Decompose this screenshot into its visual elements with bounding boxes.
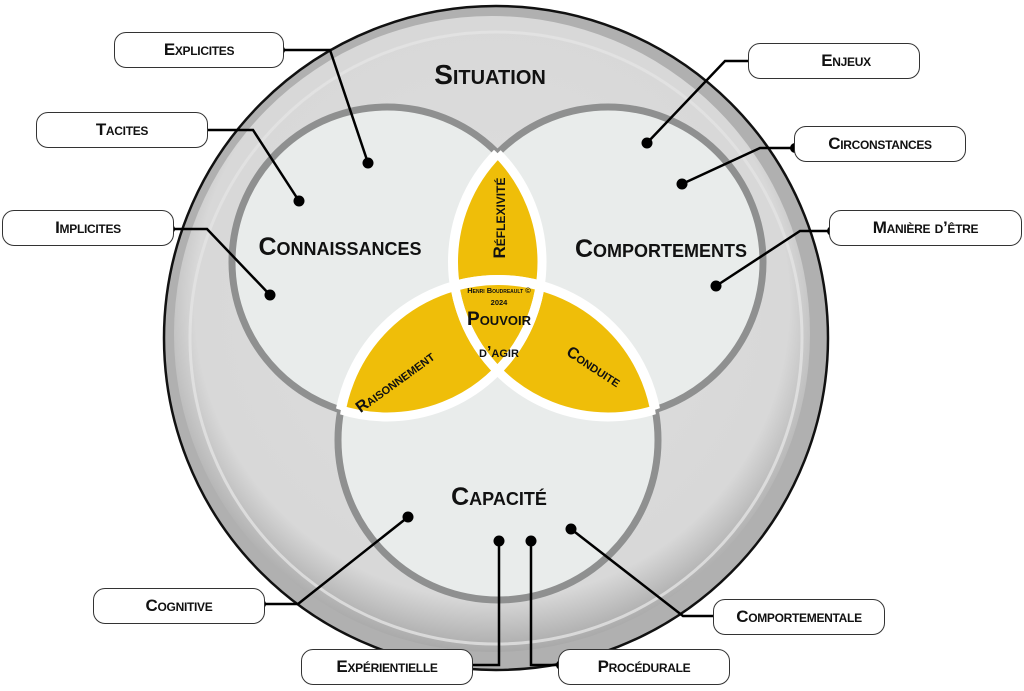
year-text: 2024 — [491, 298, 509, 307]
callout-cognitive: Cognitive — [93, 588, 265, 624]
leader-maniere-etre — [715, 229, 832, 288]
leader-cognitive — [261, 516, 409, 606]
callout-tacites: Tacites — [36, 112, 208, 148]
callout-explicites-text: Explicites — [163, 40, 235, 59]
capacite-label: Capacité — [451, 483, 547, 511]
callout-implicites: Implicites — [2, 210, 174, 246]
leader-lines — [170, 48, 832, 667]
connaissances-label: Connaissances — [258, 233, 421, 261]
leader-experientielle — [466, 541, 501, 667]
copyright-text: Henri Boudreault © — [467, 286, 531, 295]
leader-implicites — [170, 227, 271, 296]
pouvoir-label: Pouvoir — [467, 309, 532, 330]
leader-circonstances — [681, 146, 795, 186]
callout-enjeux-text: Enjeux — [821, 51, 871, 70]
callout-maniere-etre: Manière d’être — [829, 210, 1022, 246]
callout-circonstances-text: Circonstances — [828, 134, 932, 153]
callout-experientielle-text: Expérientielle — [336, 657, 438, 676]
callout-enjeux: Enjeux — [748, 43, 920, 79]
dagir-label: d’agir — [479, 344, 519, 361]
callout-explicites: Explicites — [114, 32, 284, 68]
reflexivite-label: Réflexivité — [490, 178, 509, 259]
callout-cognitive-text: Cognitive — [145, 596, 213, 615]
leader-procedurale — [529, 541, 561, 667]
callout-tacites-text: Tacites — [95, 120, 149, 139]
leader-tacites — [200, 128, 301, 202]
callout-procedurale: Procédurale — [558, 649, 730, 685]
callout-maniere-etre-text: Manière d’être — [872, 218, 979, 237]
leader-comportementale — [570, 528, 718, 618]
callout-comportementale-text: Comportementale — [736, 607, 862, 626]
situation-label: Situation — [434, 59, 546, 90]
callout-implicites-text: Implicites — [55, 218, 121, 237]
callout-experientielle: Expérientielle — [301, 649, 473, 685]
callout-procedurale-text: Procédurale — [597, 657, 691, 676]
callout-comportementale: Comportementale — [713, 599, 885, 635]
leader-explicites — [280, 48, 370, 164]
callout-circonstances: Circonstances — [794, 126, 966, 162]
comportements-label: Comportements — [575, 235, 747, 263]
